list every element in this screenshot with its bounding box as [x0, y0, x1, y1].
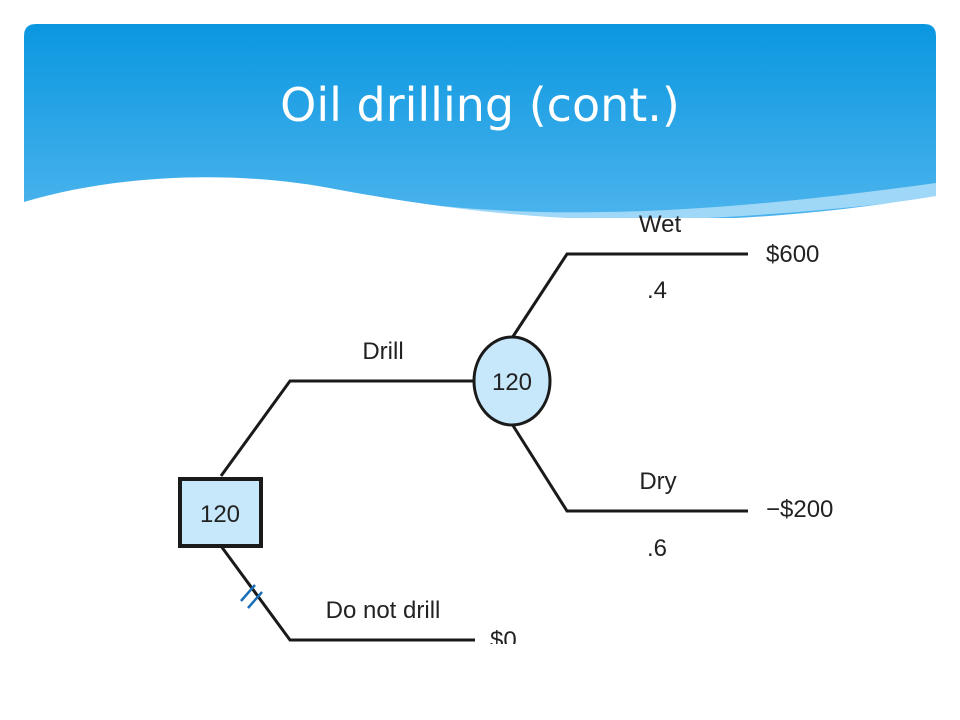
- chance-node: 120: [472, 335, 552, 427]
- dry-branch-line: [510, 423, 748, 513]
- dry-label: Dry: [639, 468, 676, 495]
- do-not-drill-branch-line: [219, 545, 475, 642]
- tree-image-area: [160, 218, 868, 648]
- decision-node-value: 120: [200, 501, 240, 528]
- slide-title: Oil drilling (cont.): [280, 78, 680, 132]
- wet-label: Wet: [639, 211, 682, 238]
- decision-node-box: [178, 477, 263, 548]
- dry-payoff: −$200: [766, 496, 833, 523]
- image-crop-edge: [160, 644, 868, 664]
- pruned-branch-mark: [240, 584, 263, 609]
- decision-tree: 120 120 Drill Do not drill $0 Wet .4 $60…: [160, 211, 868, 664]
- wet-branch-line: [510, 252, 748, 339]
- decision-node: 120: [178, 477, 263, 548]
- do-not-drill-label: Do not drill: [326, 597, 441, 624]
- wet-payoff: $600: [766, 241, 819, 268]
- drill-label: Drill: [362, 338, 403, 365]
- chance-node-value: 120: [492, 369, 532, 396]
- wet-probability: .4: [647, 277, 667, 304]
- chance-node-circle: [472, 335, 552, 427]
- dry-probability: .6: [647, 535, 667, 562]
- drill-branch-line: [219, 379, 475, 477]
